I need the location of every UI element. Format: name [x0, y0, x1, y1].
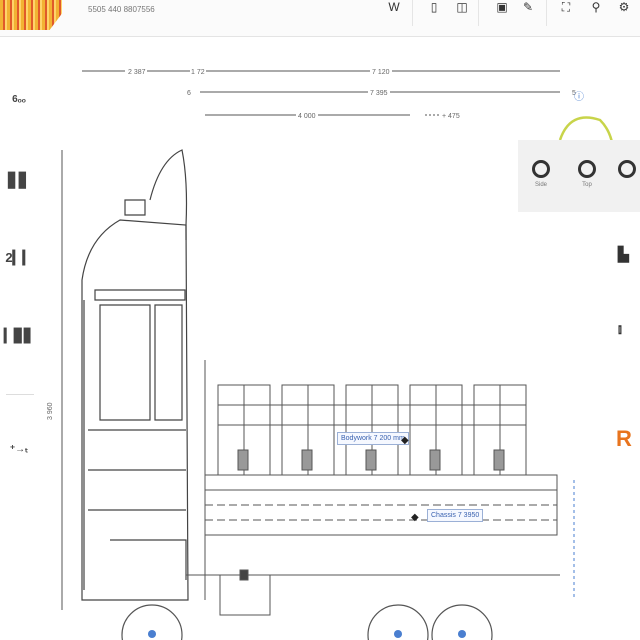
- dim-vertical-left: 3 960: [47, 402, 54, 420]
- side-view-button[interactable]: Side: [528, 160, 554, 188]
- dim-third-right: + 475: [442, 113, 460, 120]
- toolbar-divider: [412, 0, 413, 26]
- top-view-button[interactable]: Top: [574, 160, 600, 188]
- wheel-hubs: [148, 630, 466, 638]
- chassis-dimension-tag[interactable]: Chassis 7 3950: [427, 509, 484, 522]
- dim-top-left: 2 387: [128, 69, 146, 76]
- dim-top-mid: 1 72: [191, 69, 205, 76]
- truck-cab: [81, 149, 189, 601]
- dim-second-right: 5: [572, 90, 576, 97]
- truck-wheels: [121, 604, 493, 640]
- drag-handle-icon[interactable]: ◆: [411, 512, 419, 523]
- dim-second-mid: 7 395: [370, 90, 388, 97]
- toolbar-divider: [546, 0, 547, 26]
- pin-icon[interactable]: ⚲: [591, 0, 601, 14]
- dim-second-left: 6: [187, 90, 191, 97]
- wheelbase-tool-button[interactable]: ▎▊▋: [4, 328, 34, 343]
- dimension-tool-button[interactable]: 2▎▎: [5, 250, 33, 265]
- info-icon[interactable]: ⓘ: [574, 92, 584, 103]
- toolbar-divider: [478, 0, 479, 26]
- measure-icon[interactable]: ⫾: [618, 322, 622, 336]
- fullscreen-icon[interactable]: ⛶: [561, 0, 571, 14]
- cargo-load: [217, 384, 527, 476]
- view-selector-panel: Side Top: [518, 140, 640, 212]
- brand-logo[interactable]: [0, 0, 62, 30]
- lock-icon[interactable]: ▣: [496, 0, 508, 14]
- wheel-icon: [578, 160, 596, 178]
- truck-platform: [186, 360, 560, 616]
- w-icon[interactable]: W: [388, 0, 400, 14]
- settings-icon[interactable]: ⚙: [618, 0, 630, 14]
- brand-r-icon[interactable]: R: [616, 426, 632, 451]
- dim-third-mid: 4 000: [298, 113, 316, 120]
- drag-handle-icon[interactable]: ◆: [401, 435, 409, 446]
- dim-top-right: 7 120: [372, 69, 390, 76]
- bodywork-dimension-tag[interactable]: Bodywork 7 200 mm: [337, 432, 409, 445]
- align-tool-button[interactable]: ⁺→ₜ: [9, 444, 29, 455]
- dimension-labels: 2 387 1 72 7 120 6 7 395 5 4 000 + 475 3…: [47, 66, 576, 420]
- split-icon[interactable]: ◫: [456, 0, 468, 14]
- cab-tool-button[interactable]: ▋▋: [8, 172, 30, 188]
- layer-icon[interactable]: ▙: [618, 246, 629, 262]
- rear-view-button[interactable]: [614, 160, 640, 182]
- wheel-icon: [532, 160, 550, 178]
- left-toolbar-divider: [6, 394, 34, 395]
- document-id: 5505 440 8807556: [88, 5, 155, 14]
- axle-tool-button[interactable]: 6ₒₒ: [12, 94, 26, 105]
- wheel-icon: [618, 160, 636, 178]
- dimension-lines: [61, 70, 560, 610]
- pen-icon[interactable]: ✎: [522, 0, 534, 14]
- panel-icon[interactable]: ▯: [430, 0, 438, 14]
- top-bar: 5505 440 8807556 W ▯ ◫ ▣ ✎ ⛶ ⚲ ⚙: [0, 0, 640, 37]
